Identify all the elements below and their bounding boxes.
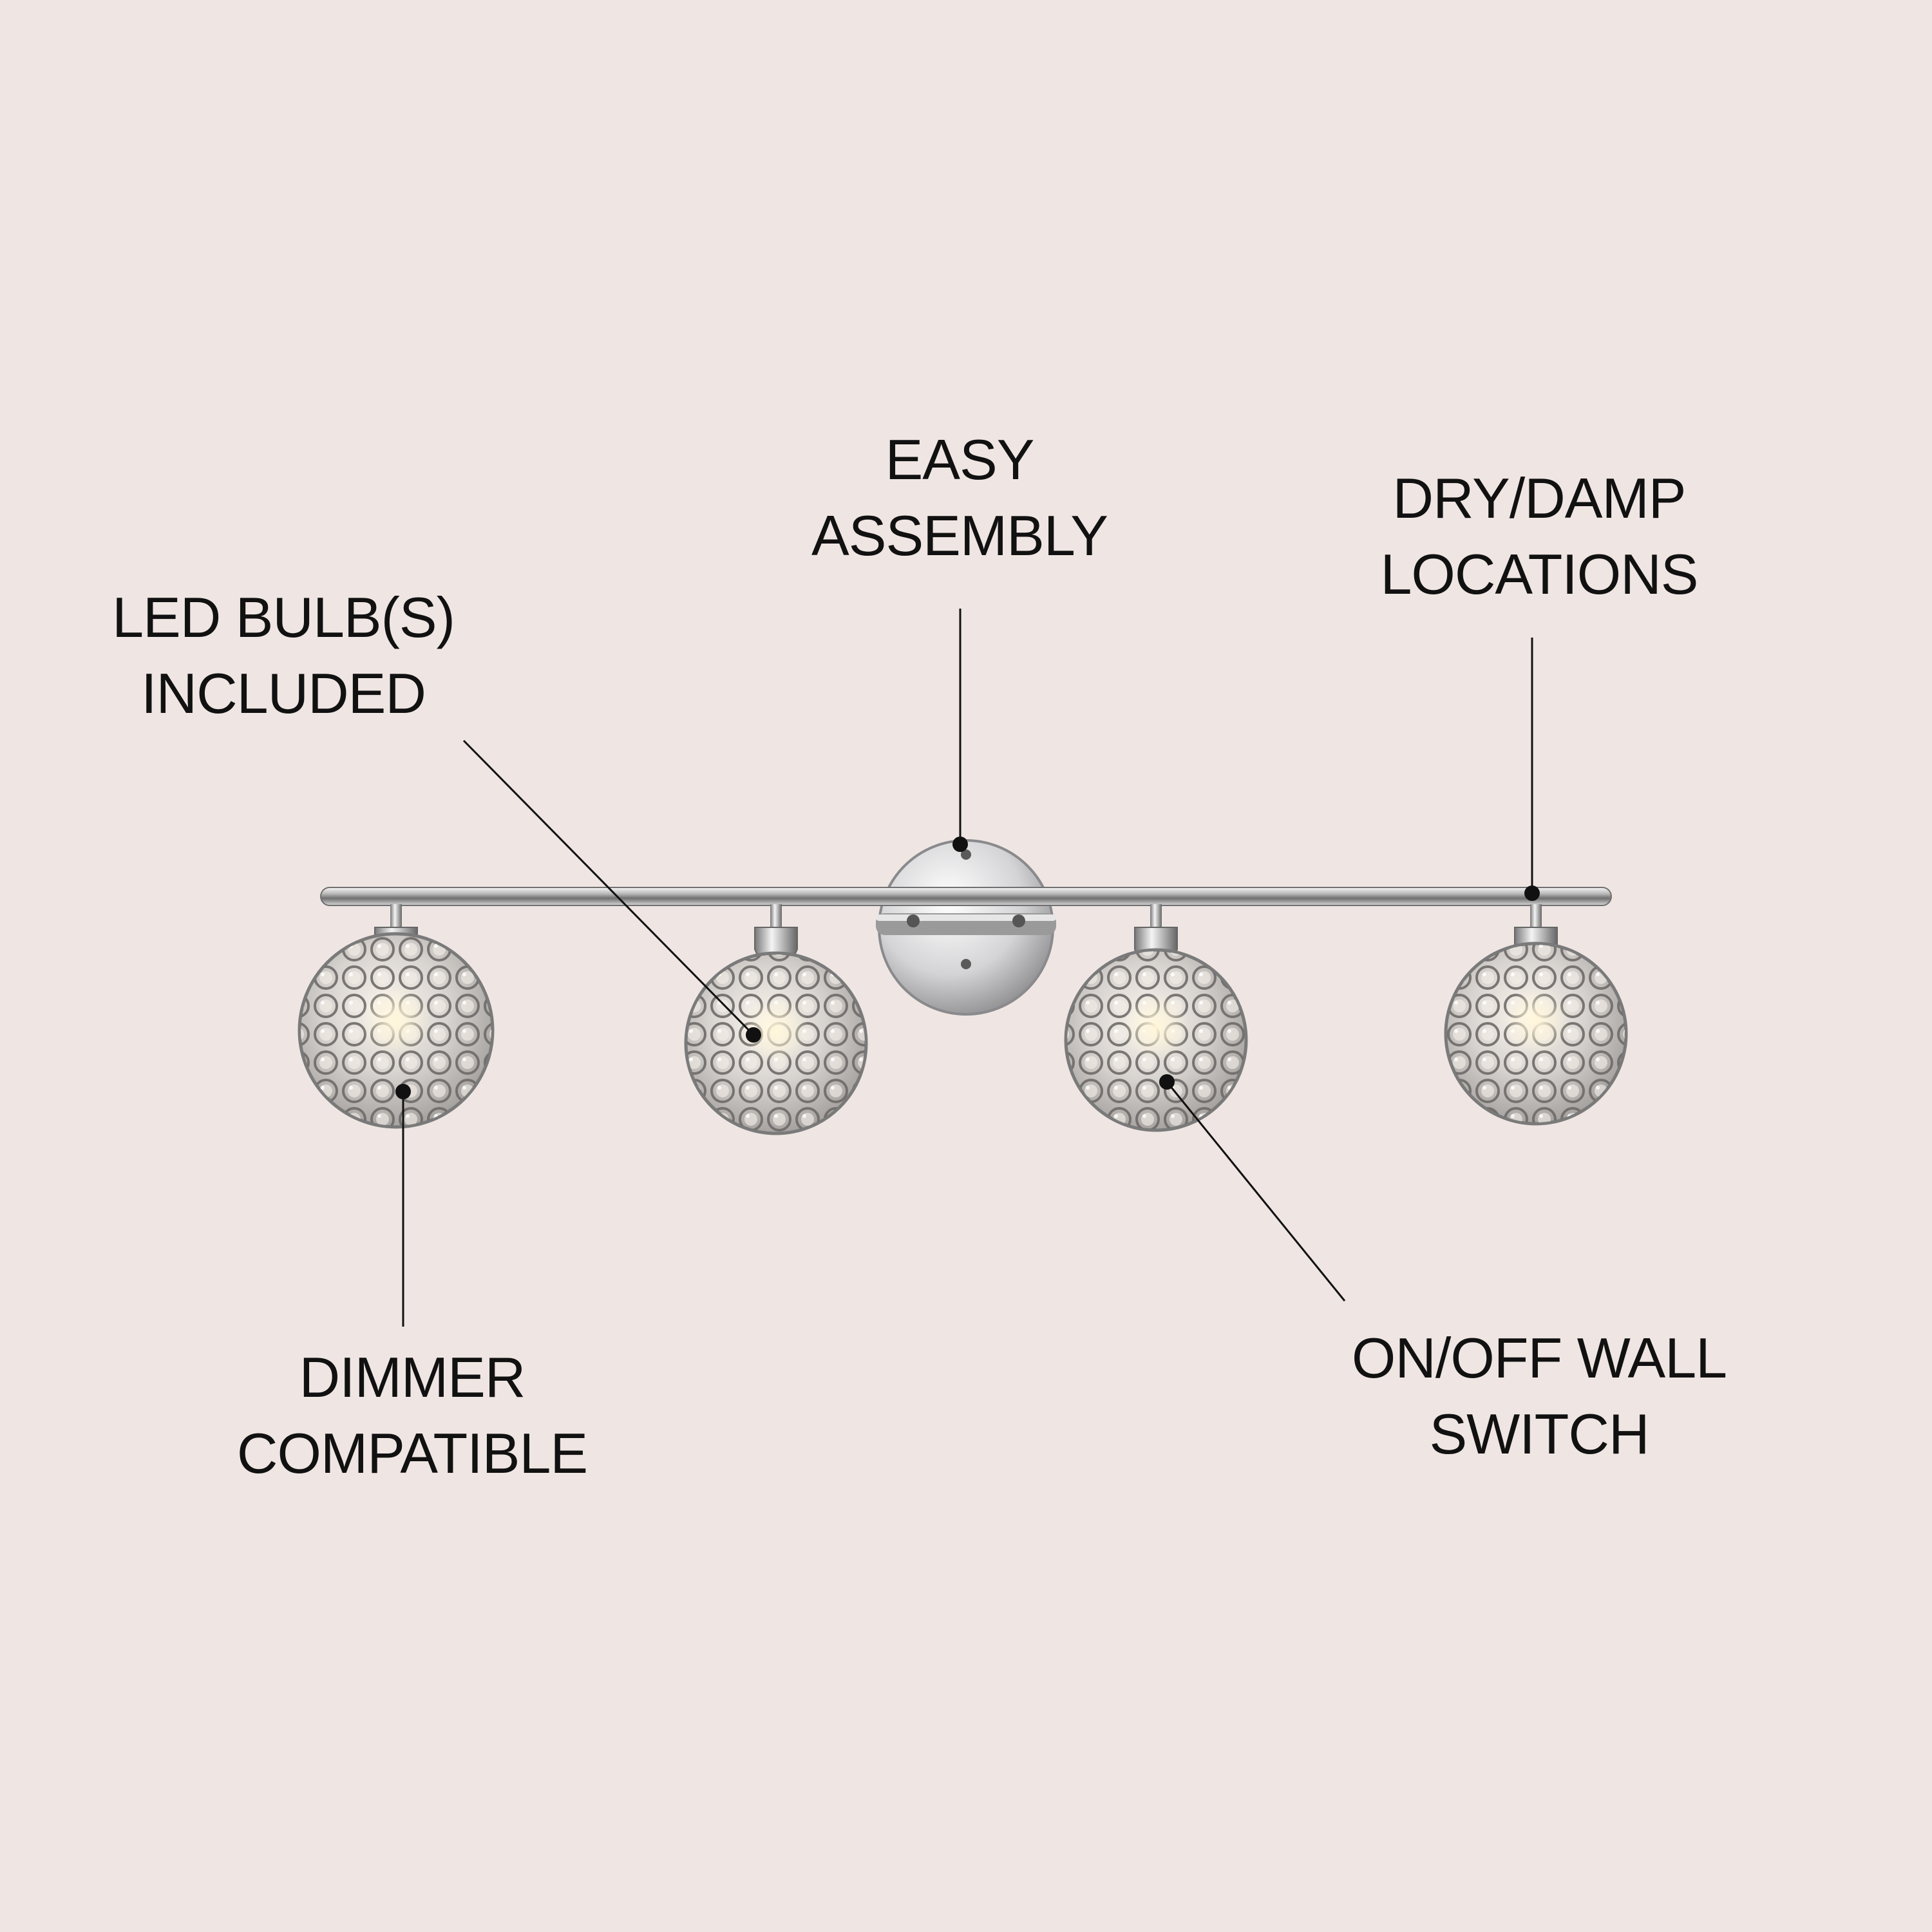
callout-dimmer-compatible: DIMMER COMPATIBLE bbox=[187, 1340, 638, 1492]
leader-dimmer bbox=[395, 1084, 411, 1327]
callout-easy-assembly-line1: EASY bbox=[885, 428, 1035, 491]
callout-on-off-line2: SWITCH bbox=[1429, 1402, 1649, 1466]
shade-2 bbox=[684, 904, 868, 1135]
callout-led-bulbs-included: LED BULB(S) INCLUDED bbox=[58, 580, 509, 732]
wall-plate bbox=[876, 839, 1056, 1016]
leader-led-bulbs bbox=[462, 739, 761, 1043]
callout-easy-assembly-line2: ASSEMBLY bbox=[811, 504, 1108, 567]
callout-easy-assembly: EASY ASSEMBLY bbox=[760, 422, 1159, 574]
callout-dry-damp-line1: DRY/DAMP bbox=[1392, 466, 1687, 530]
leader-on-off bbox=[1159, 1074, 1346, 1302]
leader-easy-assembly bbox=[952, 609, 968, 852]
crossbar bbox=[320, 887, 1612, 906]
callout-led-bulbs-line1: LED BULB(S) bbox=[112, 585, 455, 649]
shade-4 bbox=[1444, 904, 1628, 1126]
callout-dimmer-line2: COMPATIBLE bbox=[236, 1421, 588, 1485]
callout-on-off-line1: ON/OFF WALL bbox=[1351, 1326, 1727, 1390]
callout-dry-damp-line2: LOCATIONS bbox=[1380, 542, 1698, 606]
callout-dry-damp-locations: DRY/DAMP LOCATIONS bbox=[1314, 460, 1765, 612]
callout-led-bulbs-line2: INCLUDED bbox=[141, 661, 426, 725]
callout-on-off-wall-switch: ON/OFF WALL SWITCH bbox=[1307, 1320, 1771, 1472]
leader-dry-damp bbox=[1524, 638, 1540, 901]
callout-dimmer-line1: DIMMER bbox=[299, 1345, 526, 1409]
shade-1 bbox=[298, 904, 495, 1129]
shade-3 bbox=[1064, 904, 1248, 1132]
